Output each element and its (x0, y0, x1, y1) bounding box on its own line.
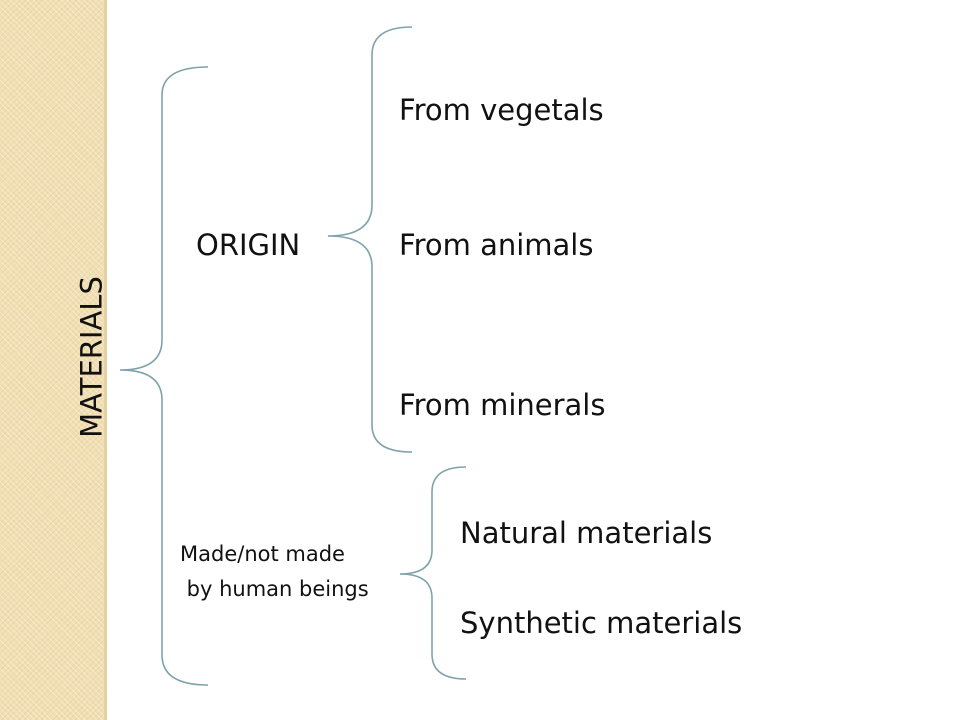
child-from-vegetals: From vegetals (399, 93, 604, 127)
child-from-animals: From animals (399, 228, 594, 262)
root-label: MATERIALS (74, 276, 109, 438)
made-brace (399, 466, 467, 680)
root-brace (119, 66, 209, 686)
made-label-line-1: Made/not made (180, 542, 345, 566)
side-strip-border (104, 0, 107, 720)
decorative-side-strip (0, 0, 104, 720)
child-synthetic-materials: Synthetic materials (460, 606, 743, 640)
origin-label: ORIGIN (196, 228, 301, 262)
origin-brace (327, 26, 413, 453)
child-from-minerals: From minerals (399, 388, 606, 422)
made-label-line-2: by human beings (180, 577, 369, 601)
child-natural-materials: Natural materials (460, 516, 713, 550)
